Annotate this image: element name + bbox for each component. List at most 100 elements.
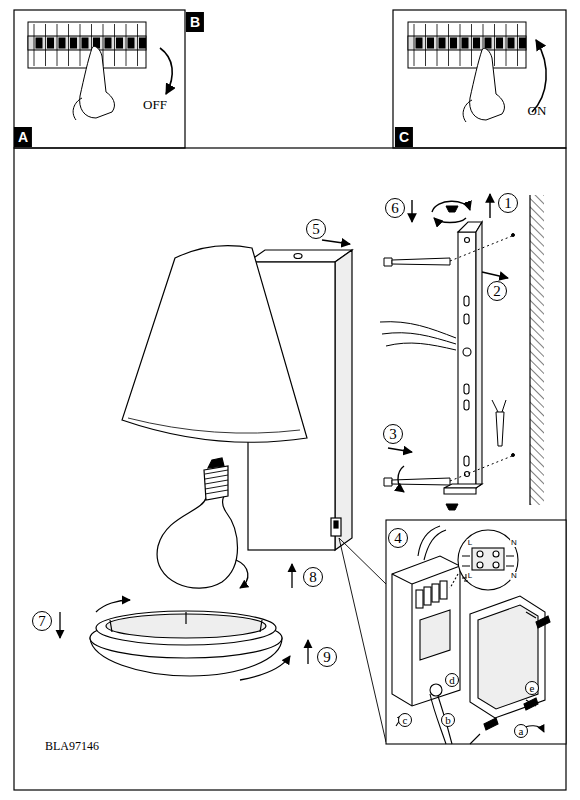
breaker-panel-on [474, 38, 480, 48]
leader-lines [339, 538, 386, 742]
callout-letter: d [445, 673, 459, 687]
terminal-name: L [467, 539, 473, 547]
screws-and-plugs [492, 400, 506, 412]
callout-number: 6 [385, 198, 405, 218]
breaker-panel-on [414, 24, 415, 66]
breaker-panel-on [425, 24, 426, 66]
wiring-inset [392, 556, 460, 706]
callout-number: 5 [306, 219, 326, 239]
mounting-bracket [464, 456, 469, 466]
drawing-code: BLA97146 [45, 740, 99, 752]
screws-and-plugs [512, 234, 515, 237]
breaker-panel-on [408, 22, 526, 68]
breaker-panel-off [36, 38, 42, 48]
breaker-panel-on [508, 38, 514, 48]
breaker-panel-off [68, 24, 69, 66]
callout-letter: a [514, 724, 528, 738]
breaker-panel-on [448, 24, 449, 66]
light-bulb [208, 458, 224, 468]
callout-number: 4 [388, 528, 408, 548]
screws-and-plugs [384, 478, 392, 486]
breaker-panel-off [160, 48, 172, 94]
glass-cover [90, 611, 282, 676]
lamp-body [331, 518, 341, 536]
breaker-panel-on [471, 24, 472, 66]
breaker-panel-on [506, 24, 507, 66]
breaker-panel-off [137, 24, 138, 66]
mounting-bracket [465, 472, 470, 477]
mounting-bracket [463, 348, 471, 356]
breaker-panel-on [520, 38, 526, 48]
callout-number: 9 [317, 647, 337, 667]
screws-and-plugs [496, 412, 504, 446]
rotation-arrows-cover [60, 600, 308, 680]
motion-arrows [398, 466, 404, 492]
callout-number: 8 [303, 567, 323, 587]
wall [530, 195, 544, 505]
breaker-panel-off [57, 24, 58, 66]
wiring-inset [536, 616, 550, 628]
motion-arrows [482, 272, 508, 278]
motion-arrows [432, 201, 470, 212]
breaker-panel-on [470, 48, 505, 120]
frames [14, 148, 566, 790]
breaker-panel-on [437, 24, 438, 66]
mounting-bracket [464, 400, 469, 410]
wiring-inset [450, 574, 458, 588]
terminal-name: N [510, 572, 518, 580]
screws-and-plugs [380, 206, 515, 510]
rotation-arrows-bulb [236, 560, 248, 588]
breaker-panel-off [28, 22, 172, 120]
motion-arrows [434, 218, 466, 223]
screws-and-plugs [446, 206, 458, 212]
leader-lines [339, 538, 386, 742]
breaker-panel-off [82, 38, 88, 48]
breaker-panel-off [48, 38, 54, 48]
breaker-panel-on [462, 38, 468, 48]
wiring-inset [412, 566, 460, 584]
breaker-panel-on [497, 38, 503, 48]
rotation-arrows-cover [96, 600, 130, 612]
motion-arrows [411, 200, 412, 222]
light-bulb [205, 485, 228, 489]
wiring-inset [470, 612, 536, 744]
lamp-shade [128, 418, 300, 433]
wiring-inset [470, 596, 545, 718]
breaker-panel-on [494, 24, 495, 66]
breaker-panel-on [485, 38, 491, 48]
motion-arrows [322, 240, 350, 244]
wiring-inset [478, 605, 538, 709]
callout-letter: b [441, 713, 455, 727]
wiring-inset [472, 548, 504, 570]
wiring-inset [418, 526, 446, 560]
wiring-inset [424, 587, 431, 605]
light-bulb [205, 470, 228, 474]
wiring-inset [484, 718, 498, 730]
leader-lines [339, 538, 386, 584]
frames [14, 10, 185, 148]
wall [530, 195, 544, 505]
breaker-panel-off [80, 46, 115, 118]
breaker-panel-on [451, 38, 457, 48]
callout-number: 7 [32, 611, 52, 631]
lamp-body [294, 254, 302, 259]
wiring-inset [420, 610, 450, 660]
breaker-panel-off [45, 24, 46, 66]
callout-letter: c [398, 713, 412, 727]
breaker-panel-off [126, 24, 127, 66]
frames [14, 10, 566, 790]
terminal-name: L [467, 572, 473, 580]
breaker-panel-on [460, 24, 461, 66]
rotation-arrows-bulb [291, 564, 292, 588]
wiring-inset [493, 551, 499, 557]
mounting-bracket [458, 232, 476, 488]
rotation-arrows-cover [59, 612, 60, 638]
mounting-bracket [464, 384, 469, 394]
motion-arrows [489, 194, 490, 218]
breaker-panel-on [439, 38, 445, 48]
wiring-inset [416, 581, 447, 608]
mounting-bracket [464, 296, 469, 306]
screws-and-plugs [450, 236, 512, 261]
breaker-panel-on [416, 38, 422, 48]
wiring-inset [462, 556, 514, 566]
